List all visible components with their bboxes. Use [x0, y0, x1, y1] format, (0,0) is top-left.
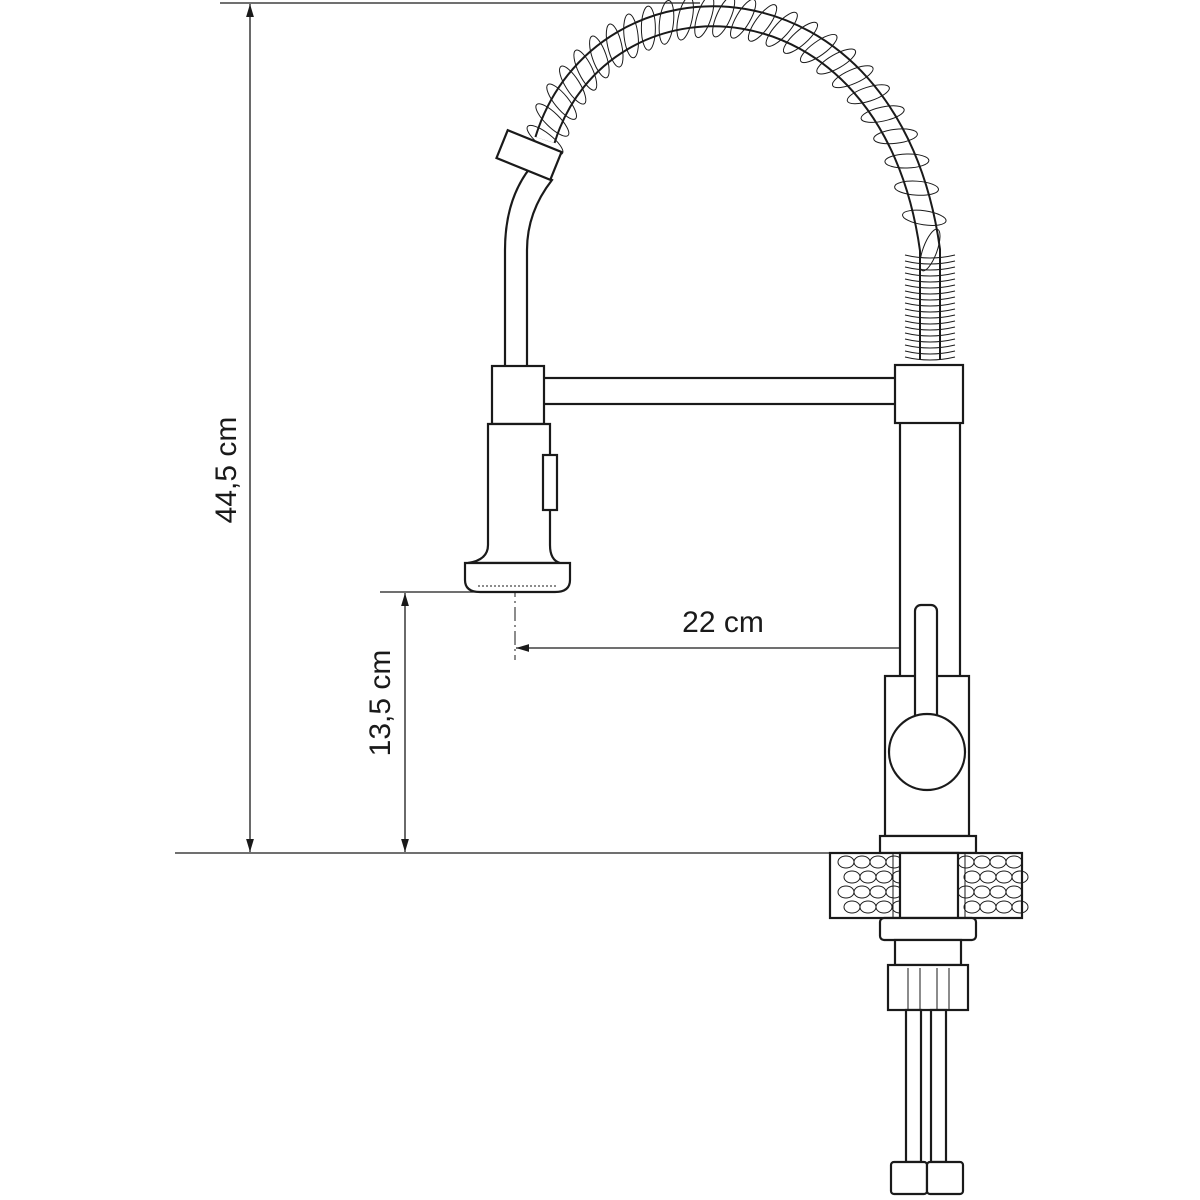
spring-loop	[799, 33, 838, 64]
spring-loop	[712, 0, 736, 38]
spring-loop	[694, 0, 715, 39]
spring-loop	[730, 0, 757, 39]
dense-spring-turn	[904, 290, 956, 295]
spring-loop	[873, 128, 918, 145]
spring-loop	[559, 65, 587, 105]
spring-loop	[676, 0, 694, 41]
dense-spring-turn	[904, 266, 956, 271]
hose-outline	[534, 5, 941, 360]
spring-loop	[765, 11, 798, 47]
spring-loop	[747, 4, 778, 42]
dense-spring-turn	[904, 326, 956, 331]
dense-spring-turn	[904, 344, 956, 349]
spring-loop	[589, 35, 610, 79]
spring-loop	[860, 105, 905, 123]
spring-loop	[605, 23, 624, 68]
dense-spring-turn	[904, 272, 956, 277]
spout-height-dimension: 13,5 cm	[364, 591, 480, 852]
mounting-washer	[878, 916, 978, 942]
stone	[1011, 870, 1029, 884]
reach-label: 22 cm	[682, 606, 764, 639]
spring-loop	[902, 209, 947, 226]
spring-loop	[782, 21, 819, 54]
spring-loop	[894, 180, 940, 196]
hose-fitting-left	[889, 1160, 929, 1196]
coil-end-ring	[495, 128, 563, 182]
hose-cold	[904, 1008, 923, 1164]
spring-loop	[846, 84, 890, 105]
height-dimension: 44,5 cm	[175, 2, 835, 854]
spring-loop	[535, 103, 570, 137]
spring-loop	[884, 153, 930, 169]
dense-spring-turn	[904, 278, 956, 283]
stone	[1005, 855, 1023, 869]
faucet	[463, 0, 1029, 1196]
dense-spring-turn	[904, 320, 956, 325]
spring-loop	[623, 13, 639, 59]
stone	[1011, 900, 1029, 914]
total-height-label: 44,5 cm	[210, 417, 243, 524]
dense-spring-turn	[904, 332, 956, 337]
spring-coil	[526, 0, 956, 361]
dense-spring-turn	[904, 308, 956, 313]
mounting-stud	[893, 938, 963, 967]
spring-loop	[573, 49, 598, 91]
dense-spring-turn	[904, 254, 956, 259]
mounting-nut	[886, 963, 970, 1012]
hose-outline	[536, 7, 939, 360]
spray-head-nozzle	[463, 561, 572, 594]
stone	[1005, 885, 1023, 899]
handle-knob	[887, 712, 967, 792]
spring-loop	[546, 83, 578, 120]
hose-fitting-right	[925, 1160, 965, 1196]
mounting-shank	[898, 851, 960, 920]
dense-spring-turn	[904, 296, 956, 301]
spring-loop	[640, 5, 656, 51]
spring-loop	[658, 0, 675, 45]
base-ring	[878, 834, 978, 855]
spray-button	[541, 453, 559, 512]
spring-loop	[831, 65, 874, 89]
spray-head-collar	[490, 364, 546, 426]
dense-spring-turn	[904, 260, 956, 265]
spout-tube	[503, 166, 554, 370]
dense-spring-turn	[904, 356, 956, 361]
dense-spring-turn	[904, 314, 956, 319]
spring-loop	[919, 228, 941, 272]
column-collar	[893, 363, 965, 425]
dense-spring-turn	[904, 350, 956, 355]
handle-lever	[913, 603, 939, 727]
dense-spring-turn	[904, 338, 956, 343]
dense-spring-turn	[904, 284, 956, 289]
hose-hot	[929, 1008, 948, 1164]
spout-height-label: 13,5 cm	[364, 650, 397, 757]
spout-holder-arm	[538, 376, 902, 406]
reach-dimension: 22 cm	[514, 535, 927, 660]
dense-spring-turn	[904, 302, 956, 307]
spring-loop	[816, 48, 857, 75]
